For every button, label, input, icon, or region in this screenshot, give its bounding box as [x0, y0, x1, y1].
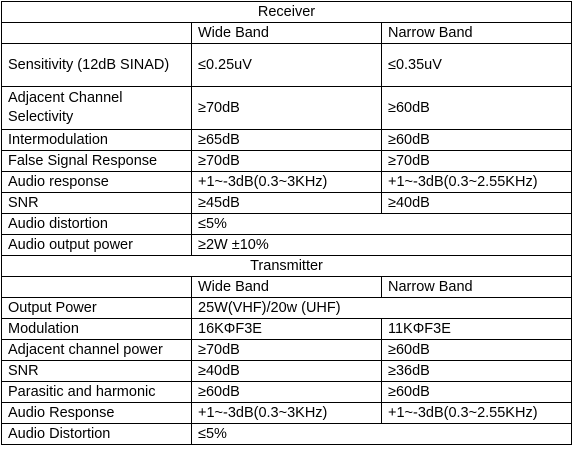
wide-value: ≥60dB: [191, 381, 382, 403]
transmitter-header-narrow: Narrow Band: [381, 276, 572, 298]
narrow-value: ≥40dB: [381, 192, 572, 214]
param-label: Adjacent channel power: [1, 339, 192, 361]
wide-value: +1~-3dB(0.3~3KHz): [191, 171, 382, 193]
specifications-table: Receiver Wide Band Narrow Band Sensitivi…: [1, 1, 572, 445]
wide-value: ≥70dB: [191, 150, 382, 172]
narrow-value: ≥60dB: [381, 339, 572, 361]
receiver-header-narrow: Narrow Band: [381, 22, 572, 44]
table-row: SNR ≥45dB ≥40dB: [1, 192, 572, 214]
narrow-value: ≥60dB: [381, 381, 572, 403]
receiver-section-row: Receiver: [1, 1, 572, 23]
wide-value: 16KΦF3E: [191, 318, 382, 340]
param-label: False Signal Response: [1, 150, 192, 172]
param-label: Sensitivity (12dB SINAD): [1, 43, 192, 87]
table-row: Audio response +1~-3dB(0.3~3KHz) +1~-3dB…: [1, 171, 572, 193]
receiver-header-row: Wide Band Narrow Band: [1, 22, 572, 44]
narrow-value: ≥36dB: [381, 360, 572, 382]
wide-value: ≥40dB: [191, 360, 382, 382]
table-row: Adjacent Channel Selectivity ≥70dB ≥60dB: [1, 86, 572, 130]
table-row: Audio output power ≥2W ±10%: [1, 234, 572, 256]
param-label: Audio Distortion: [1, 423, 192, 445]
param-label: SNR: [1, 192, 192, 214]
param-label: Audio response: [1, 171, 192, 193]
table-row: SNR ≥40dB ≥36dB: [1, 360, 572, 382]
table-row: Audio Response +1~-3dB(0.3~3KHz) +1~-3dB…: [1, 402, 572, 424]
narrow-value: ≤0.35uV: [381, 43, 572, 87]
narrow-value: 11KΦF3E: [381, 318, 572, 340]
spanned-value: 25W(VHF)/20w (UHF): [191, 297, 572, 319]
wide-value: ≥45dB: [191, 192, 382, 214]
transmitter-header-wide: Wide Band: [191, 276, 382, 298]
table-row: Intermodulation ≥65dB ≥60dB: [1, 129, 572, 151]
param-label: Output Power: [1, 297, 192, 319]
narrow-value: +1~-3dB(0.3~2.55KHz): [381, 171, 572, 193]
wide-value: ≥70dB: [191, 86, 382, 130]
param-label: Modulation: [1, 318, 192, 340]
param-label: Intermodulation: [1, 129, 192, 151]
param-label: Parasitic and harmonic: [1, 381, 192, 403]
wide-value: ≥70dB: [191, 339, 382, 361]
narrow-value: ≥70dB: [381, 150, 572, 172]
receiver-header-blank: [1, 22, 192, 44]
wide-value: +1~-3dB(0.3~3KHz): [191, 402, 382, 424]
spanned-value: ≥2W ±10%: [191, 234, 572, 256]
table-row: Adjacent channel power ≥70dB ≥60dB: [1, 339, 572, 361]
param-label: Audio Response: [1, 402, 192, 424]
receiver-section-title: Receiver: [1, 1, 572, 23]
param-label: Adjacent Channel Selectivity: [1, 86, 192, 130]
table-row: Audio Distortion ≤5%: [1, 423, 572, 445]
transmitter-header-row: Wide Band Narrow Band: [1, 276, 572, 298]
transmitter-section-row: Transmitter: [1, 255, 572, 277]
narrow-value: +1~-3dB(0.3~2.55KHz): [381, 402, 572, 424]
table-row: Audio distortion ≤5%: [1, 213, 572, 235]
spanned-value: ≤5%: [191, 213, 572, 235]
wide-value: ≤0.25uV: [191, 43, 382, 87]
transmitter-section-title: Transmitter: [1, 255, 572, 277]
param-label: Audio output power: [1, 234, 192, 256]
receiver-header-wide: Wide Band: [191, 22, 382, 44]
transmitter-header-blank: [1, 276, 192, 298]
table-row: Output Power 25W(VHF)/20w (UHF): [1, 297, 572, 319]
narrow-value: ≥60dB: [381, 129, 572, 151]
table-row: Modulation 16KΦF3E 11KΦF3E: [1, 318, 572, 340]
param-label: Audio distortion: [1, 213, 192, 235]
narrow-value: ≥60dB: [381, 86, 572, 130]
wide-value: ≥65dB: [191, 129, 382, 151]
table-row: False Signal Response ≥70dB ≥70dB: [1, 150, 572, 172]
table-row: Parasitic and harmonic ≥60dB ≥60dB: [1, 381, 572, 403]
spanned-value: ≤5%: [191, 423, 572, 445]
table-row: Sensitivity (12dB SINAD) ≤0.25uV ≤0.35uV: [1, 43, 572, 87]
param-label: SNR: [1, 360, 192, 382]
